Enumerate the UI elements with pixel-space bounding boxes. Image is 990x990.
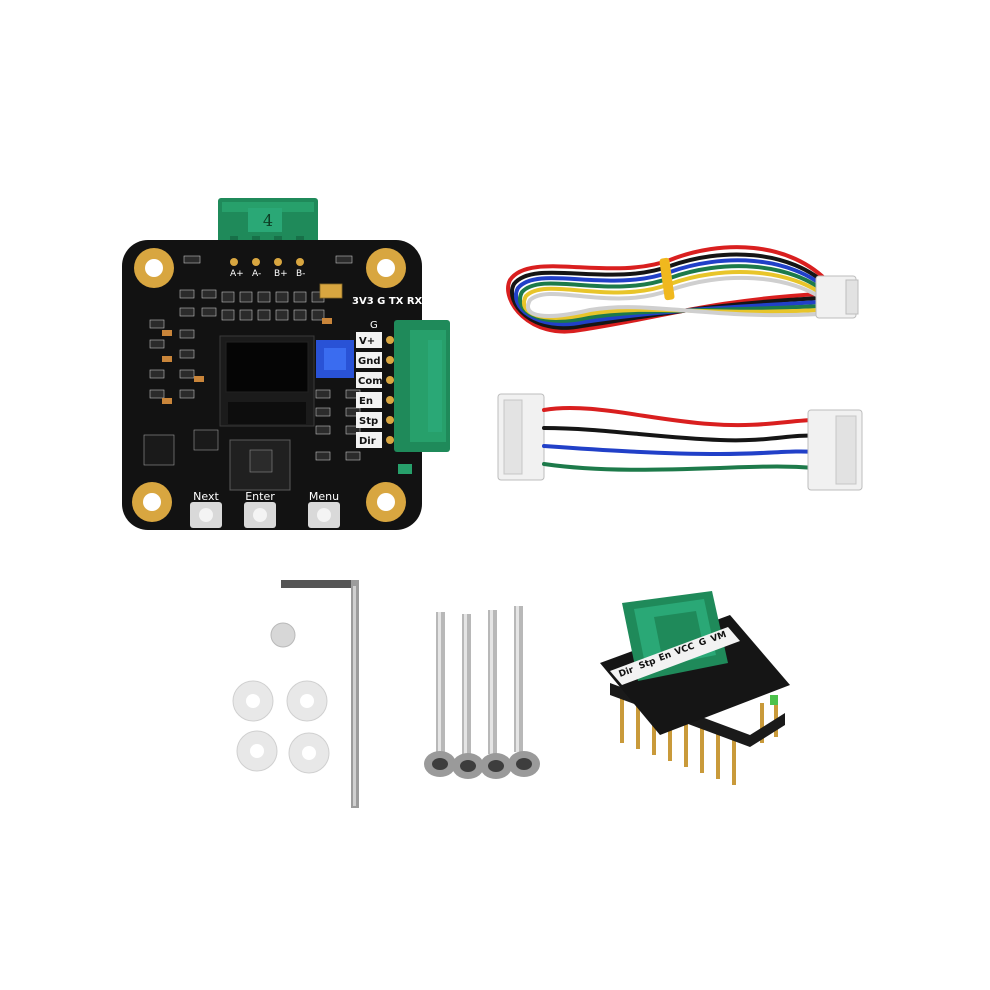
button-label-next: Next <box>193 490 219 503</box>
motor-pin-label-2: A- <box>252 269 261 279</box>
cable-connector-left <box>497 393 545 481</box>
small-washer <box>270 622 296 648</box>
mounting-hole-tr <box>366 248 406 288</box>
screw-1 <box>424 612 456 777</box>
screw-4 <box>508 606 540 777</box>
uart-label: 3V3 G TX RX <box>352 296 423 307</box>
side-pin-label-4: En <box>359 396 373 407</box>
adapter-pin-label-3: En <box>658 650 673 664</box>
button-menu[interactable] <box>308 502 340 528</box>
button-next[interactable] <box>190 502 222 528</box>
side-pin-label-6: Dir <box>359 436 376 447</box>
side-pin-label-2: Gnd <box>358 356 381 367</box>
button-enter[interactable] <box>244 502 276 528</box>
motor-pin-label-4: B- <box>296 269 305 279</box>
cable-connector-6pin <box>815 275 859 319</box>
motor-pin-label-3: B+ <box>274 269 288 279</box>
connector-number: 4 <box>263 211 273 230</box>
screw-3 <box>480 610 512 779</box>
hex-key <box>275 572 375 812</box>
mounting-hole-bl <box>132 482 172 522</box>
button-label-enter: Enter <box>245 490 275 503</box>
long-screws <box>410 600 560 790</box>
potentiometer <box>316 340 354 378</box>
6-pin-color-cable <box>490 230 870 360</box>
adapter-module: Dir Stp En VCC G VM <box>580 585 800 805</box>
motor-pin-label-1: A+ <box>230 269 244 279</box>
mounting-hole-br <box>366 482 406 522</box>
side-pin-label-1: V+ <box>359 336 375 347</box>
stepper-driver-board: 4 <box>110 190 460 540</box>
4-pin-color-cable <box>490 380 870 500</box>
oled-display <box>219 335 315 427</box>
g-label: G <box>370 320 378 331</box>
adapter-pin-label-1: Dir <box>618 665 636 680</box>
side-pin-label-3: Com <box>358 376 383 387</box>
cable-connector-right <box>807 409 863 491</box>
side-pin-label-5: Stp <box>359 416 378 427</box>
screw-2 <box>452 614 484 779</box>
mcu-chip <box>229 439 291 491</box>
mounting-hole-tl <box>134 248 174 288</box>
adapter-pin-label-5: G <box>698 637 708 649</box>
side-connector <box>394 320 450 474</box>
washers <box>225 615 335 785</box>
button-label-menu: Menu <box>309 490 339 503</box>
